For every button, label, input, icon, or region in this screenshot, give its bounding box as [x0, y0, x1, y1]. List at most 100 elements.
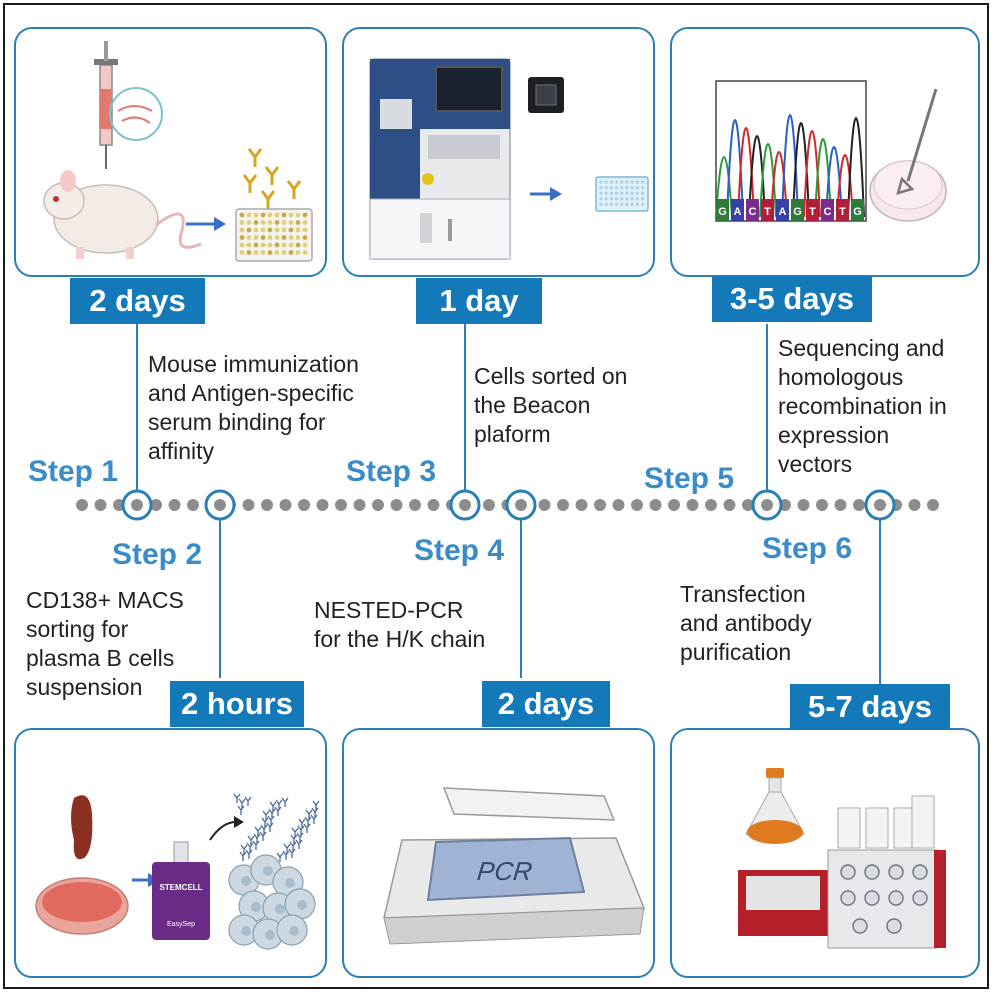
syringe-icon	[94, 41, 163, 169]
beacon-instrument-illustration	[369, 58, 649, 260]
timeline-dot	[594, 499, 606, 511]
sequence-letter: T	[839, 206, 846, 218]
timeline-dot	[372, 499, 384, 511]
sequence-letter: T	[809, 206, 816, 218]
chip-icon	[528, 77, 564, 113]
connector-step-6	[879, 518, 881, 684]
timeline-dot	[575, 499, 588, 511]
description-step-1: Mouse immunization and Antigen-specific …	[148, 350, 359, 466]
timeline-dot	[631, 499, 643, 511]
description-line: NESTED-PCR	[314, 597, 464, 623]
beacon-instrument-icon	[369, 58, 511, 260]
sequence-letter: C	[824, 206, 832, 218]
step-label-5: Step 5	[644, 462, 735, 495]
timeline-dot	[261, 499, 273, 511]
connector-step-2	[219, 518, 221, 678]
description-step-5: Sequencing and homologous recombination …	[778, 334, 947, 479]
timeline-dot	[94, 499, 107, 511]
description-line: plasma B cells	[26, 645, 175, 671]
panel-step-2: STEMCELL EasySep	[14, 728, 327, 978]
duration-badge-step-4: 2 days	[482, 681, 610, 727]
description-step-6: Transfection and antibody purification	[680, 580, 812, 667]
macs-sorting-illustration: STEMCELL EasySep	[35, 793, 320, 950]
mouse-immunization-illustration	[43, 41, 313, 262]
timeline-dot	[649, 499, 662, 511]
description-step-4: NESTED-PCR for the H/K chain	[314, 596, 485, 654]
chromatogram-peaks	[715, 114, 865, 218]
pcr-machine-icon: PCR	[383, 787, 646, 945]
description-line: Cells sorted on	[474, 363, 628, 389]
sequence-letter: G	[793, 206, 802, 218]
description-line: Sequencing and	[778, 335, 945, 361]
timeline-dot	[705, 499, 717, 511]
pcr-machine-illustration: PCR	[383, 787, 646, 945]
description-line: suspension	[26, 674, 143, 700]
description-line: the Beacon	[474, 392, 591, 418]
timeline-dot	[409, 499, 421, 511]
b-cells-icon	[228, 854, 316, 950]
antibody-icons	[242, 148, 302, 209]
description-line: plaform	[474, 421, 551, 447]
timeline-dot	[483, 499, 495, 511]
step-label-2: Step 2	[112, 538, 203, 571]
timeline-dot	[316, 499, 329, 511]
sequence-letter: T	[764, 206, 771, 218]
timeline-dot	[834, 499, 847, 511]
device-label: PCR	[476, 856, 534, 886]
description-line: and antibody	[680, 610, 812, 636]
panel-step-6	[670, 728, 980, 978]
antibody-cloud-icon	[233, 793, 320, 862]
description-line: CD138+ MACS	[26, 587, 184, 613]
sequence-letter: A	[734, 206, 742, 218]
figure-frame	[3, 3, 989, 989]
akta-system-icon	[738, 795, 946, 949]
connector-step-3	[464, 324, 466, 492]
description-line: homologous	[778, 364, 904, 390]
timeline-dot	[723, 499, 736, 511]
description-line: expression	[778, 422, 890, 448]
timeline-dot	[742, 499, 754, 511]
description-step-2: CD138+ MACS sorting for plasma B cells s…	[26, 586, 184, 702]
curved-arrow-icon	[209, 821, 237, 841]
timeline-dot	[168, 499, 181, 511]
timeline-dot	[187, 499, 199, 511]
timeline-dot	[853, 499, 865, 511]
description-line: recombination in	[778, 393, 947, 419]
step-label-6: Step 6	[762, 532, 853, 565]
petri-dish-icon	[35, 877, 129, 935]
duration-badge-step-1: 2 days	[70, 278, 205, 324]
timeline-dot	[150, 499, 162, 511]
timeline-dot	[797, 499, 810, 511]
timeline-markers	[121, 489, 896, 521]
panel-step-4: PCR	[342, 728, 655, 978]
panel-step-3	[342, 27, 655, 277]
timeline-dot	[686, 499, 699, 511]
timeline-dot	[668, 499, 680, 511]
kit-name: EasySep	[167, 921, 195, 928]
timeline-dot	[816, 499, 828, 511]
description-line: affinity	[148, 438, 215, 464]
duration-badge-step-6: 5-7 days	[790, 684, 950, 730]
connector-step-1	[136, 324, 138, 492]
description-line: and Antigen-specific	[148, 380, 354, 406]
description-line: sorting for	[26, 616, 129, 642]
description-line: vectors	[778, 451, 853, 477]
sequence-letter: G	[718, 206, 727, 218]
description-line: Transfection	[680, 581, 806, 607]
arrow-icon	[530, 187, 562, 201]
plate-icon	[595, 176, 649, 212]
timeline-dot	[557, 499, 569, 511]
timeline-dot	[538, 499, 551, 511]
description-line: purification	[680, 639, 792, 665]
timeline-dot	[927, 499, 939, 511]
timeline-dot	[427, 499, 440, 511]
step-label-4: Step 4	[414, 534, 505, 567]
duration-badge-step-5: 3-5 days	[712, 276, 872, 322]
sequence-letter: G	[853, 206, 862, 218]
well-plate-icon	[235, 208, 313, 262]
kit-brand: STEMCELL	[159, 883, 202, 892]
step-label-3: Step 3	[346, 455, 437, 488]
spleen-icon	[71, 795, 93, 860]
